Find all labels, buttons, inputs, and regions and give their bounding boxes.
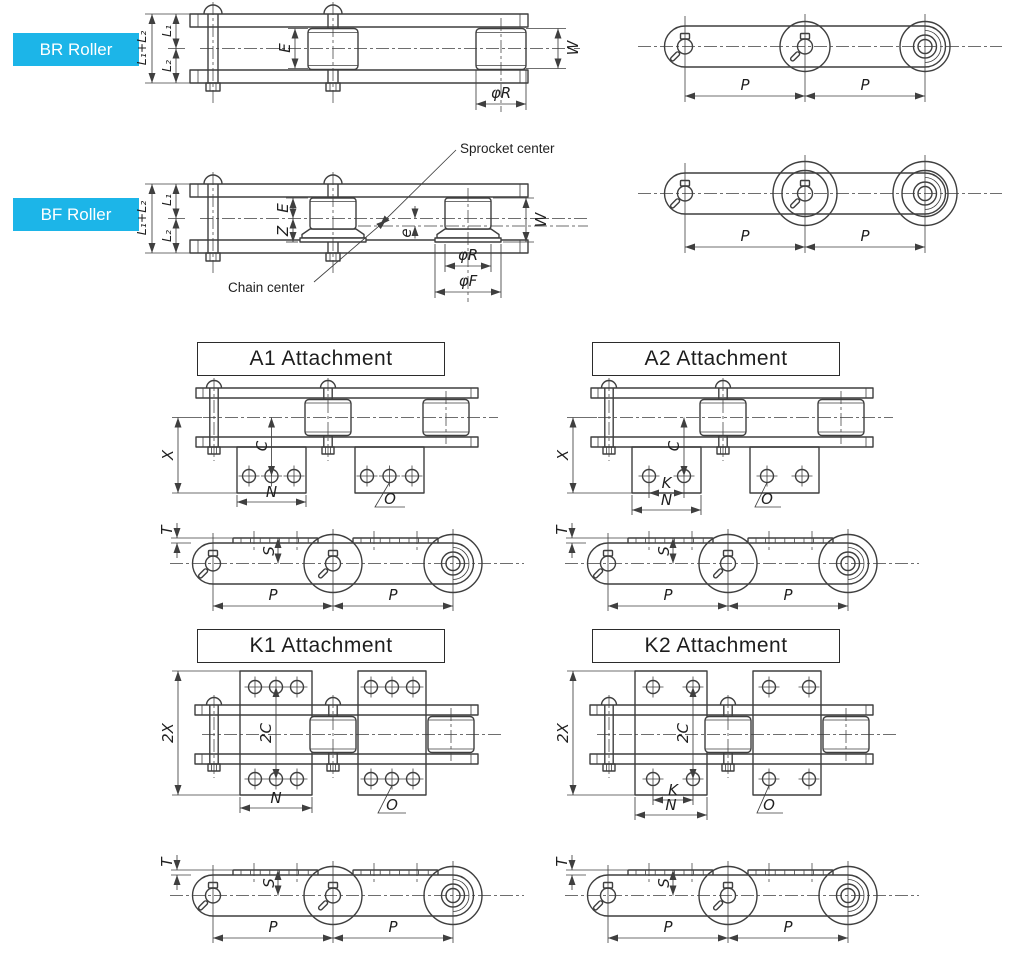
- dim-label-k: K: [668, 781, 679, 799]
- br-roller-tag-label: BR Roller: [39, 39, 113, 59]
- dim-label-z: Z: [274, 225, 292, 237]
- dim-label-p2: P: [388, 918, 398, 936]
- attachment-plate: [752, 670, 822, 796]
- dim-label-w: W: [564, 39, 582, 55]
- dim-label-2x: 2X: [159, 722, 177, 743]
- a2-attachment-side-drawing: X C K N O: [554, 378, 893, 515]
- dim-label-t: T: [553, 524, 571, 535]
- k2-title-label: K2 Attachment: [644, 634, 788, 657]
- callout-sprocket-center: Sprocket center: [460, 141, 555, 156]
- dim-label-n: N: [266, 483, 277, 501]
- a1-attachment-side-drawing: X C N O: [159, 378, 498, 508]
- pin-with-cotter: [789, 179, 814, 210]
- attachment-plate: [634, 670, 708, 796]
- bf-roller-top-view-drawing: L₁+L₂ L₁ L₂ E Z e W φR φF Sprocket cente…: [134, 141, 588, 302]
- br-roller-tag: BR Roller: [13, 33, 139, 66]
- k1-title-label: K1 Attachment: [249, 634, 393, 657]
- attachment-tab: [352, 530, 439, 552]
- dim-label-t: T: [553, 856, 571, 867]
- dim-label-c: C: [253, 440, 271, 451]
- dim-label-p2: P: [860, 227, 870, 245]
- pin-with-cotter: [789, 32, 814, 63]
- a1-attachment-title: A1 Attachment: [197, 342, 445, 376]
- dim-label-s: S: [260, 546, 278, 556]
- pin-with-cotter: [669, 32, 694, 63]
- k2-attachment-side-drawing: 2X 2C K N O: [554, 670, 898, 820]
- dim-label-phi-r: φR: [491, 84, 511, 102]
- bf-roller-side-view-drawing: P P: [638, 155, 1002, 253]
- dim-label-e: E: [274, 203, 292, 213]
- dim-label-l1: L₁: [159, 194, 174, 206]
- dim-label-p1: P: [740, 76, 750, 94]
- dim-label-p2: P: [783, 918, 793, 936]
- dim-label-e: E: [276, 43, 294, 53]
- dim-label-o: O: [761, 490, 773, 508]
- dim-label-2x: 2X: [554, 722, 572, 743]
- dim-label-l2: L₂: [159, 230, 174, 242]
- dim-label-p1: P: [663, 586, 673, 604]
- dim-label-p2: P: [860, 76, 870, 94]
- dim-label-s: S: [655, 878, 673, 888]
- bf-roller-tag: BF Roller: [13, 198, 139, 231]
- dim-label-c: C: [665, 440, 683, 451]
- dim-label-n: N: [270, 789, 281, 807]
- dim-label-x: X: [159, 449, 177, 461]
- dim-label-s: S: [655, 546, 673, 556]
- dim-label-n: N: [665, 796, 676, 814]
- dim-label-o: O: [763, 796, 775, 814]
- dim-label-l-total: L₁+L₂: [134, 201, 149, 235]
- bf-roller-tag-label: BF Roller: [40, 204, 112, 224]
- dim-label-phi-f: φF: [459, 272, 478, 290]
- dim-label-e-offset: e: [397, 228, 415, 237]
- br-roller-top-view-drawing: L₁+L₂ L₁ L₂ E W φR: [134, 2, 582, 112]
- dim-label-k: K: [662, 474, 673, 492]
- a2-attachment-plan-drawing: T S P P: [553, 523, 919, 611]
- dim-label-l1: L₁: [159, 25, 174, 37]
- dim-label-n: N: [661, 491, 672, 509]
- k1-attachment-title: K1 Attachment: [197, 629, 445, 663]
- dim-label-p2: P: [783, 586, 793, 604]
- pin-with-cotter: [669, 179, 694, 210]
- br-roller-side-view-drawing: P P: [638, 14, 1002, 102]
- a2-attachment-title: A2 Attachment: [592, 342, 840, 376]
- k2-attachment-title: K2 Attachment: [592, 629, 840, 663]
- dim-label-p1: P: [663, 918, 673, 936]
- dim-label-t: T: [158, 856, 176, 867]
- dim-label-o: O: [384, 490, 396, 508]
- k2-attachment-plan-drawing: T S P P: [553, 855, 919, 943]
- a1-title-label: A1 Attachment: [249, 347, 393, 370]
- dim-label-l-total: L₁+L₂: [134, 31, 149, 65]
- callout-chain-center: Chain center: [228, 280, 305, 295]
- dim-label-p2: P: [388, 586, 398, 604]
- k1-attachment-plan-drawing: T S P P: [158, 855, 524, 943]
- dim-label-p1: P: [740, 227, 750, 245]
- attachment-plate: [354, 446, 425, 494]
- a2-title-label: A2 Attachment: [644, 347, 788, 370]
- dim-label-x: X: [554, 449, 572, 461]
- dim-label-2c: 2C: [674, 722, 692, 743]
- attachment-plate: [357, 670, 427, 796]
- k1-attachment-side-drawing: 2X 2C N O: [159, 670, 503, 814]
- dim-label-w: W: [532, 211, 550, 227]
- dim-label-p1: P: [268, 586, 278, 604]
- dim-label-t: T: [158, 524, 176, 535]
- a1-attachment-plan-drawing: T S P P: [158, 523, 524, 611]
- dim-label-s: S: [260, 878, 278, 888]
- dim-label-o: O: [386, 796, 398, 814]
- dim-label-2c: 2C: [257, 722, 275, 743]
- dim-label-p1: P: [268, 918, 278, 936]
- dim-label-l2: L₂: [159, 60, 174, 72]
- dim-label-phi-r: φR: [458, 246, 478, 264]
- attachment-plate: [749, 446, 820, 494]
